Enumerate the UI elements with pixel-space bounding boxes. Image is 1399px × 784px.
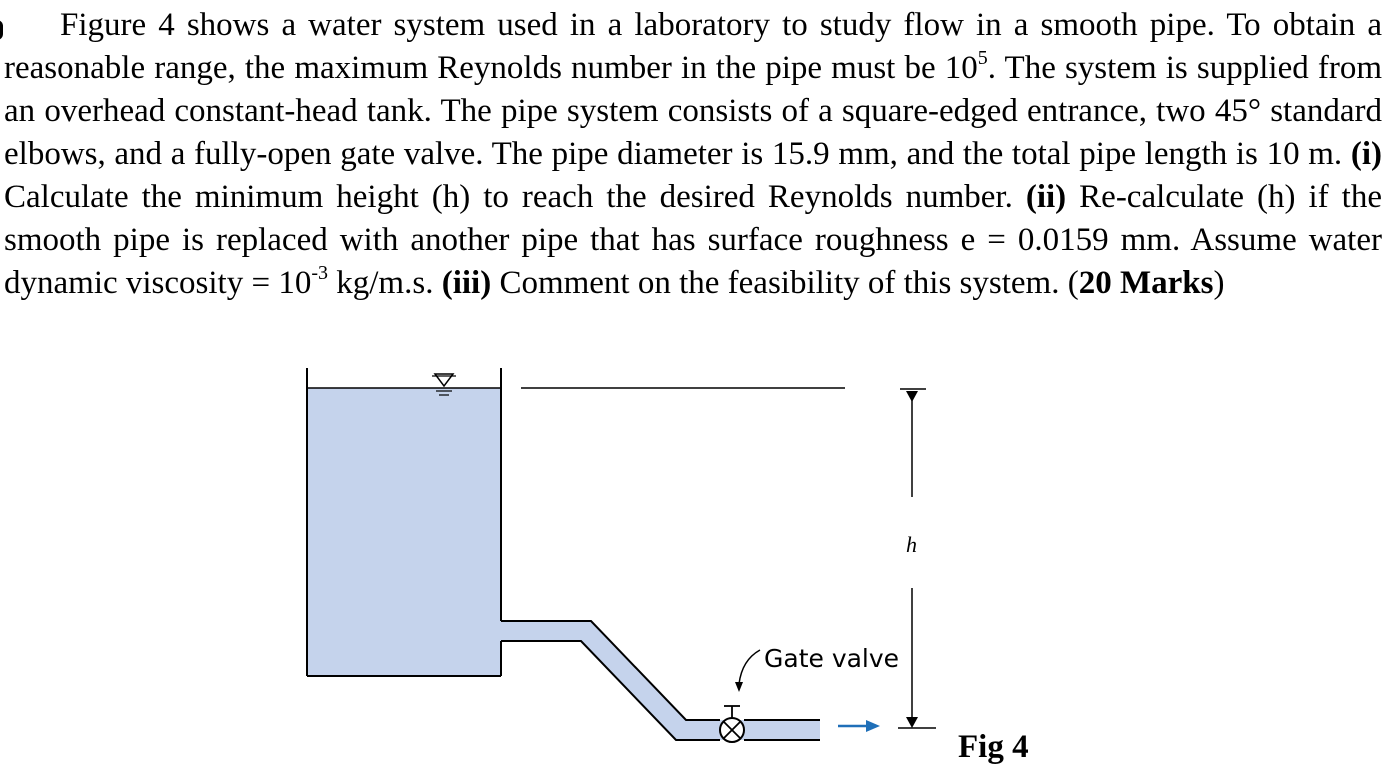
- marks-label: 20 Marks: [1078, 265, 1214, 301]
- pipe-upper-wall: [501, 620, 720, 721]
- reynolds-exponent: 5: [977, 47, 988, 69]
- problem-text-4: Re-calculate (h) if the smooth pipe is r…: [4, 179, 1382, 301]
- part-ii-label: (ii): [1025, 179, 1067, 215]
- outflow-arrow-head: [866, 720, 880, 732]
- gate-valve-label: Gate valve: [764, 644, 899, 673]
- free-surface-icon: [432, 373, 456, 396]
- tank-water: [307, 388, 501, 676]
- question-bullet: [0, 20, 3, 40]
- pipe-lower-wall: [501, 640, 720, 741]
- problem-text-1: Figure 4 shows a water system used in a …: [4, 7, 1382, 86]
- gate-valve-icon: [719, 705, 745, 743]
- valve-leader-arrowhead: [735, 682, 743, 692]
- height-label: h: [906, 532, 917, 557]
- problem-statement: Figure 4 shows a water system used in a …: [4, 4, 1382, 305]
- problem-text-2: . The system is supplied from an overhea…: [4, 50, 1382, 172]
- viscosity-exponent: -3: [311, 262, 329, 284]
- problem-text-7: ): [1213, 265, 1225, 301]
- problem-text-3: Calculate the minimum height (h) to reac…: [4, 179, 1026, 215]
- figure-caption: Fig 4: [958, 729, 1029, 765]
- height-dimension: [898, 388, 936, 729]
- part-iii-label: (iii): [441, 265, 492, 301]
- part-i-label: (i): [1350, 136, 1382, 172]
- problem-text-5: kg/m.s.: [328, 265, 442, 301]
- problem-text-6: Comment on the feasibility of this syste…: [491, 265, 1079, 301]
- valve-leader-arrow: [738, 649, 761, 685]
- pipe-water: [501, 621, 820, 740]
